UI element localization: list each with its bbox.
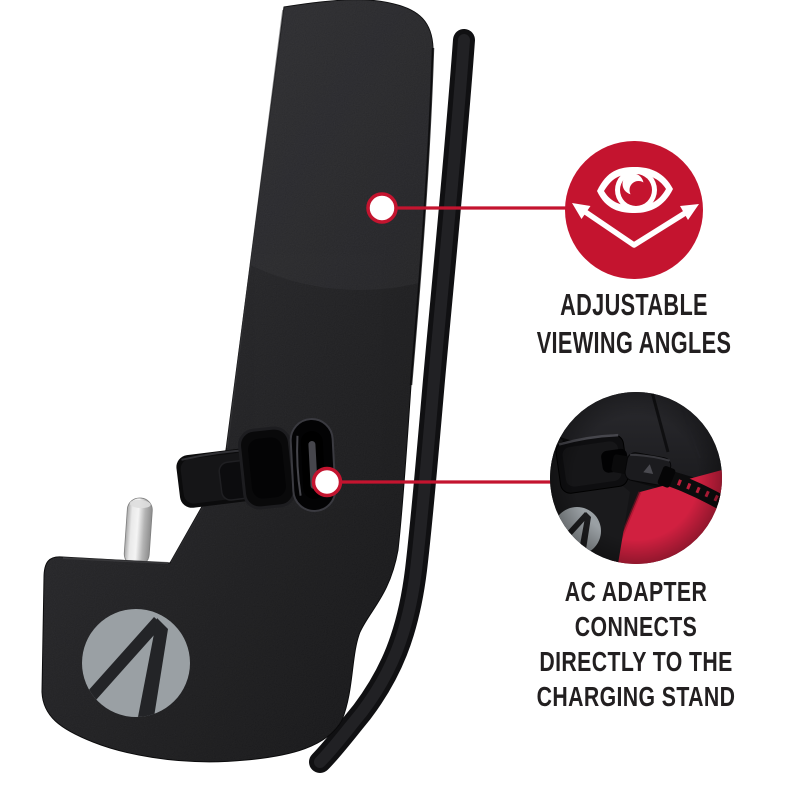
ac-adapter-label: AC ADAPTER CONNECTS DIRECTLY TO THE CHAR… [536,576,736,712]
left-edge-highlight [226,9,284,449]
chamfer-edge [170,502,206,563]
angle-arrows-icon [572,203,699,248]
viewing-angles-label: ADJUSTABLE VIEWING ANGLES [536,287,732,360]
accessory-slot [238,426,296,510]
callout-marker-viewing-angles [366,192,398,224]
stealth-logo [82,609,190,717]
eye-icon [597,167,673,213]
kickstand-arm [309,29,475,773]
callout-marker-ac-adapter [311,466,343,498]
right-edge-shade [409,47,435,386]
closeup-vignette [550,392,722,564]
ac-closeup-photo [550,392,722,564]
viewing-angles-badge [565,141,703,279]
hinge-pin [123,497,153,567]
surface-texture [42,0,433,762]
usb-c-port [289,418,337,512]
foot-edge-highlight [62,557,169,564]
